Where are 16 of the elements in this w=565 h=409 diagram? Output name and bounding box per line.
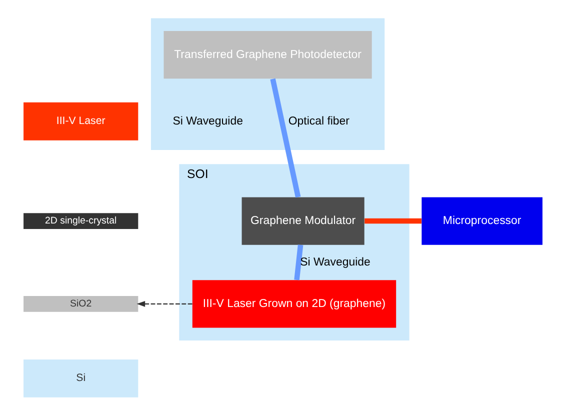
node-box: Graphene Modulator xyxy=(241,197,364,245)
arrow xyxy=(136,301,192,307)
node-box: III-V Laser xyxy=(23,102,138,140)
node-box: Si xyxy=(23,359,138,398)
label: Si Waveguide xyxy=(172,115,242,128)
connector xyxy=(364,218,421,224)
edge-label: Si Waveguide xyxy=(300,256,370,268)
node-box: III-V Laser Grown on 2D (graphene) xyxy=(192,280,396,328)
node-box: Microprocessor xyxy=(421,197,542,245)
edge-label: Optical fiber xyxy=(288,115,349,128)
node-box: Transferred Graphene Photodetector xyxy=(163,31,372,79)
connector xyxy=(294,244,303,280)
node-box: SiO2 xyxy=(23,296,138,312)
node-box: 2D single-crystal xyxy=(23,213,138,229)
connector xyxy=(270,78,300,198)
cluster xyxy=(150,18,384,150)
